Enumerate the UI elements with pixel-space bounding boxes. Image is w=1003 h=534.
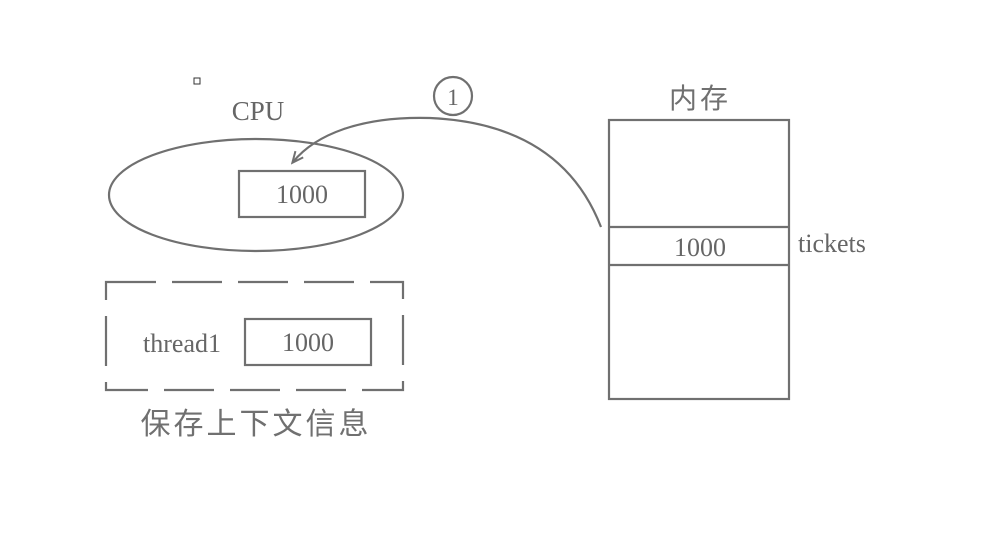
cpu-register-box [237, 169, 367, 219]
memory-frame [607, 118, 791, 401]
memory-cell-label: tickets [798, 229, 866, 258]
context-caption: 保存上下文信息 [141, 407, 372, 442]
load-arrow [293, 116, 603, 228]
context-value-box [243, 317, 373, 367]
step-circle-icon [432, 75, 474, 117]
context-block: thread1 1000 保存上下文信息 [104, 280, 405, 442]
cpu-block: CPU 1000 [107, 96, 405, 253]
memory-label: 内存 [669, 82, 731, 115]
selection-handle-icon [193, 77, 201, 85]
cpu-label: CPU [232, 96, 285, 126]
context-dashed-frame [104, 280, 405, 392]
cpu-register-value: 1000 [276, 180, 328, 209]
memory-cell-value: 1000 [674, 233, 726, 262]
step-badge: 1 [432, 75, 474, 117]
memory-block: 内存 1000 tickets [607, 82, 866, 401]
context-thread-label: thread1 [143, 329, 221, 358]
step-number: 1 [447, 85, 459, 110]
cpu-ellipse [107, 137, 405, 253]
context-saved-value: 1000 [282, 328, 334, 357]
